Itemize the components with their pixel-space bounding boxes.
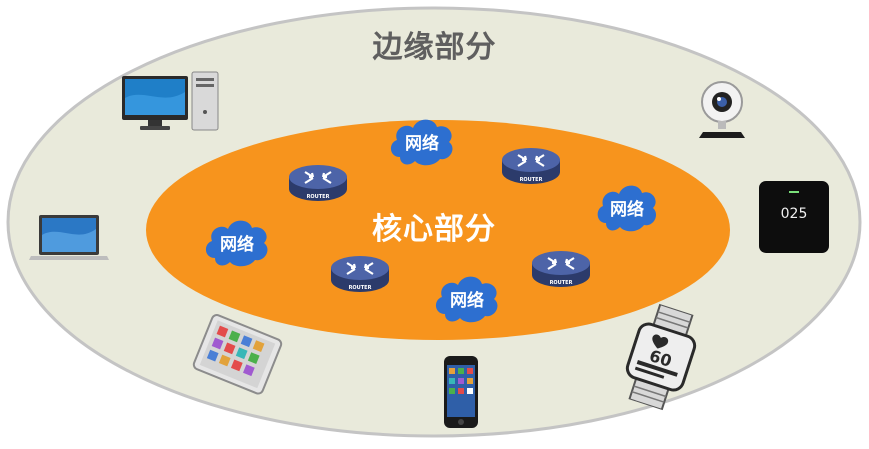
router-label: ROUTER [307, 194, 330, 200]
cloud-icon [597, 185, 657, 232]
desktop-computer-icon [122, 71, 219, 131]
cloud-label: 网络 [220, 235, 254, 255]
cloud-icon [435, 276, 498, 323]
router-icon: ROUTER [289, 165, 347, 201]
router-label: ROUTER [349, 285, 372, 291]
cloud-icon [390, 119, 453, 166]
tablet-icon [192, 314, 283, 395]
laptop-icon [29, 215, 109, 260]
cloud-label: 网络 [405, 134, 439, 154]
status-light [789, 191, 799, 193]
cloud-icon [205, 220, 268, 267]
network-cloud: 网络 [431, 268, 503, 326]
router-icon: ROUTER [502, 148, 560, 184]
cloud-label: 网络 [450, 291, 484, 311]
router-label: ROUTER [550, 280, 573, 286]
smart-display-icon: 025 [759, 181, 829, 253]
network-cloud: 网络 [201, 212, 273, 270]
router-icon: ROUTER [331, 256, 389, 292]
smartphone-icon [444, 356, 478, 428]
router-icon: ROUTER [532, 251, 590, 287]
webcam-icon [699, 81, 745, 138]
cloud-label: 网络 [610, 200, 644, 220]
router-label: ROUTER [520, 177, 543, 183]
display-readout: 025 [780, 206, 808, 222]
edge-title: 边缘部分 [372, 30, 497, 65]
network-cloud: 网络 [593, 177, 661, 235]
network-cloud: 网络 [386, 111, 458, 169]
core-title: 核心部分 [372, 212, 496, 247]
smartwatch-icon: 60 [608, 297, 713, 416]
watch-body [625, 302, 697, 412]
